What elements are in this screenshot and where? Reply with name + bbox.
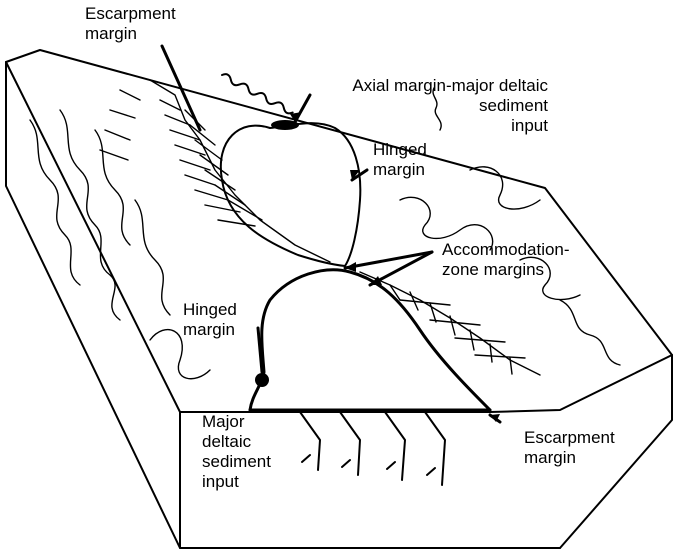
upper-basin-outline	[221, 123, 361, 266]
label-major-deltaic: Major deltaic sediment input	[202, 412, 271, 492]
label-escarpment-top: Escarpment margin	[85, 4, 176, 44]
lower-escarpment-hachures	[360, 272, 540, 375]
label-escarpment-bottom: Escarpment margin	[524, 428, 615, 468]
escarpment-hachures	[100, 80, 330, 262]
label-accommodation: Accommodation- zone margins	[442, 240, 570, 280]
front-face-faults	[300, 412, 445, 485]
lower-delta	[255, 373, 269, 387]
label-axial-margin: Axial margin-major deltaic sediment inpu…	[303, 76, 548, 136]
label-hinged-lower: Hinged margin	[183, 300, 237, 340]
axial-delta	[271, 120, 299, 130]
lower-basin-outline	[250, 270, 490, 410]
label-hinged-upper: Hinged margin	[373, 140, 427, 180]
